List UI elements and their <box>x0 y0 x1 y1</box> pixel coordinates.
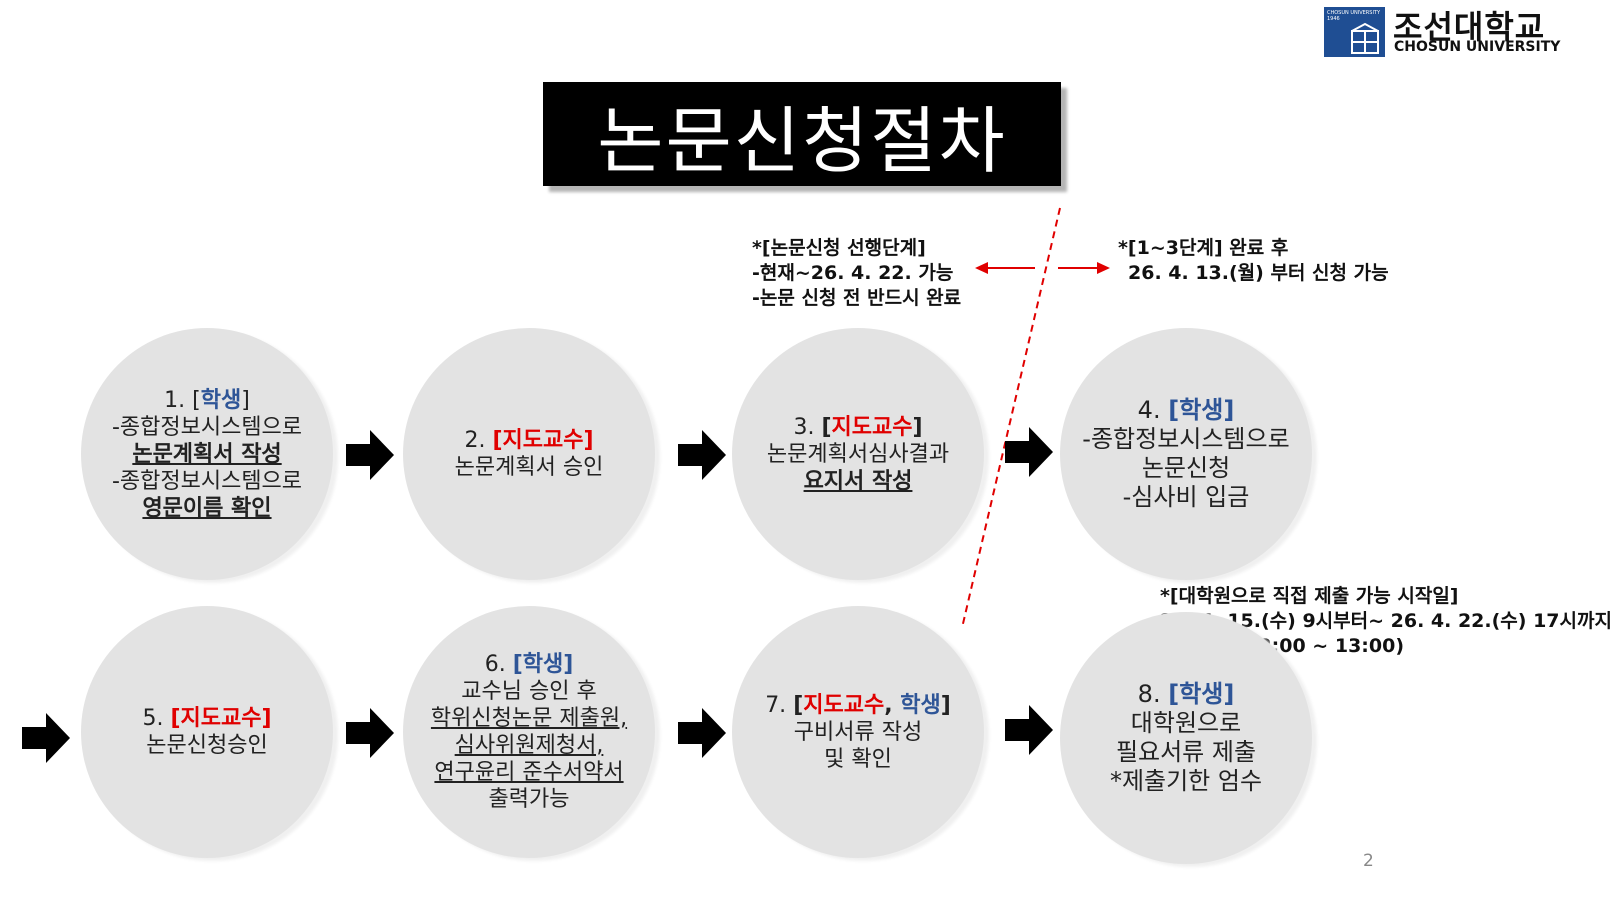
step-number: 7. <box>765 692 787 718</box>
step-text: 논문계획서심사결과 <box>766 441 950 467</box>
step-text: 논문계획서 승인 <box>454 455 604 480</box>
step-1-circle: 1. [학생] -종합정보시스템으로 논문계획서 작성 -종합정보시스템으로 영… <box>81 328 333 580</box>
step-3-circle: 3. [지도교수] 논문계획서심사결과 요지서 작성 <box>732 328 984 580</box>
seal-text: CHOSUN UNIVERSITY 1946 <box>1327 10 1381 22</box>
step-text: *제출기한 엄수 <box>1109 767 1263 795</box>
step-number: 6. <box>484 652 506 677</box>
step-text-underlined: 연구윤리 준수서약서 <box>434 760 624 785</box>
after-stage-note-line: 26. 4. 13.(월) 부터 신청 가능 <box>1128 262 1389 284</box>
step-text: -심사비 입금 <box>1122 483 1250 511</box>
step-number: 3. <box>793 414 815 440</box>
step-5-header: 5. [지도교수] <box>142 705 271 732</box>
step-6-circle: 6. [학생] 교수님 승인 후 학위신청논문 제출원, 심사위원제청서, 연구… <box>403 606 655 858</box>
bracket: ] <box>241 387 250 413</box>
student-role-label: 학생 <box>200 387 242 413</box>
step-6-header: 6. [학생] <box>485 651 574 678</box>
step-text: 논문신청승인 <box>146 733 268 758</box>
step-5-circle: 5. [지도교수] 논문신청승인 <box>81 606 333 858</box>
right-red-arrow-icon <box>1058 262 1110 274</box>
step-text: -종합정보시스템으로 <box>1082 425 1290 453</box>
step-text-underlined: 심사위원제청서, <box>454 733 604 758</box>
submission-note-line: 26. 4. 15.(수) 9시부터~ 26. 4. 22.(수) 17시까지 <box>1160 610 1612 632</box>
step-number: 8. <box>1137 680 1161 708</box>
step-number: 1. <box>164 387 186 413</box>
bracket: [ <box>821 414 832 440</box>
after-stage-note-line: *[1~3단계] 완료 후 <box>1118 237 1289 259</box>
flow-arrow-icon <box>22 713 70 763</box>
flow-arrow-icon <box>678 430 726 480</box>
step-text: -종합정보시스템으로 <box>111 468 303 494</box>
step-text: 출력가능 <box>488 787 570 812</box>
step-8-circle: 8. [학생] 대학원으로 필요서류 제출 *제출기한 엄수 <box>1060 612 1312 864</box>
step-text-emphasis: 요지서 작성 <box>803 468 913 494</box>
professor-role-label: 지도교수 <box>831 414 913 440</box>
pre-stage-note-line: -현재~26. 4. 22. 가능 <box>752 262 954 284</box>
step-text-emphasis: 논문계획서 작성 <box>132 441 282 467</box>
step-8-header: 8. [학생] <box>1138 680 1235 709</box>
step-number: 4. <box>1137 396 1161 424</box>
bracket: [ <box>192 387 201 413</box>
flow-arrow-icon <box>346 430 394 480</box>
step-text: 필요서류 제출 <box>1115 738 1257 766</box>
step-text: 및 확인 <box>824 746 892 772</box>
step-4-circle: 4. [학생] -종합정보시스템으로 논문신청 -심사비 입금 <box>1060 328 1312 580</box>
student-role-label: [학생] <box>1168 680 1235 708</box>
student-role-label: 학생 <box>900 692 941 718</box>
submission-note: *[대학원으로 직접 제출 가능 시작일] 26. 4. 15.(수) 9시부터… <box>1160 584 1612 659</box>
step-text-underlined: 학위신청논문 제출원, <box>430 706 628 731</box>
bracket: ] <box>912 414 923 440</box>
university-seal-icon: CHOSUN UNIVERSITY 1946 <box>1324 7 1385 57</box>
left-red-arrow-icon <box>975 262 1035 274</box>
step-text: 대학원으로 <box>1130 709 1242 737</box>
flow-arrow-icon <box>1005 427 1053 477</box>
step-text: 구비서류 작성 <box>793 719 923 745</box>
bracket: ] <box>940 692 951 718</box>
step-7-circle: 7. [지도교수, 학생] 구비서류 작성 및 확인 <box>732 606 984 858</box>
flow-arrow-icon <box>346 708 394 758</box>
page-title: 논문신청절차 <box>597 98 1007 183</box>
page-number: 2 <box>1363 851 1374 871</box>
pre-stage-note: *[논문신청 선행단계] -현재~26. 4. 22. 가능 -논문 신청 전 … <box>752 236 961 311</box>
after-stage-note: *[1~3단계] 완료 후 26. 4. 13.(월) 부터 신청 가능 <box>1118 236 1389 286</box>
pre-stage-note-line: *[논문신청 선행단계] <box>752 237 926 259</box>
professor-role-label: [지도교수] <box>492 428 594 453</box>
step-3-header: 3. [지도교수] <box>793 414 922 441</box>
step-2-circle: 2. [지도교수] 논문계획서 승인 <box>403 328 655 580</box>
step-text-emphasis: 영문이름 확인 <box>142 495 272 521</box>
submission-note-line: *[대학원으로 직접 제출 가능 시작일] <box>1160 585 1459 607</box>
logo-english-name: CHOSUN UNIVERSITY <box>1394 39 1561 55</box>
step-1-header: 1. [학생] <box>164 387 250 414</box>
step-text: 논문신청 <box>1141 454 1231 482</box>
step-4-header: 4. [학생] <box>1138 396 1235 425</box>
bracket: [ <box>793 692 804 718</box>
step-text: 교수님 승인 후 <box>461 679 597 704</box>
seal-glyph <box>1351 22 1379 54</box>
professor-role-label: [지도교수] <box>170 706 272 731</box>
step-number: 2. <box>464 428 486 453</box>
pre-stage-note-line: -논문 신청 전 반드시 완료 <box>752 287 962 309</box>
chosun-university-logo: CHOSUN UNIVERSITY 1946 조선대학교 CHOSUN UNIV… <box>1324 7 1594 59</box>
step-2-header: 2. [지도교수] <box>464 427 593 454</box>
logo-korean-name: 조선대학교 <box>1393 8 1546 46</box>
student-role-label: [학생] <box>1168 396 1235 424</box>
step-text: -종합정보시스템으로 <box>111 414 303 440</box>
professor-role-label: 지도교수 <box>803 692 885 718</box>
student-role-label: [학생] <box>512 652 574 677</box>
page-title-box: 논문신청절차 <box>543 82 1061 186</box>
step-number: 5. <box>142 706 164 731</box>
separator: , <box>884 692 901 718</box>
step-7-header: 7. [지도교수, 학생] <box>765 692 951 719</box>
flow-arrow-icon <box>1005 705 1053 755</box>
flow-arrow-icon <box>678 708 726 758</box>
